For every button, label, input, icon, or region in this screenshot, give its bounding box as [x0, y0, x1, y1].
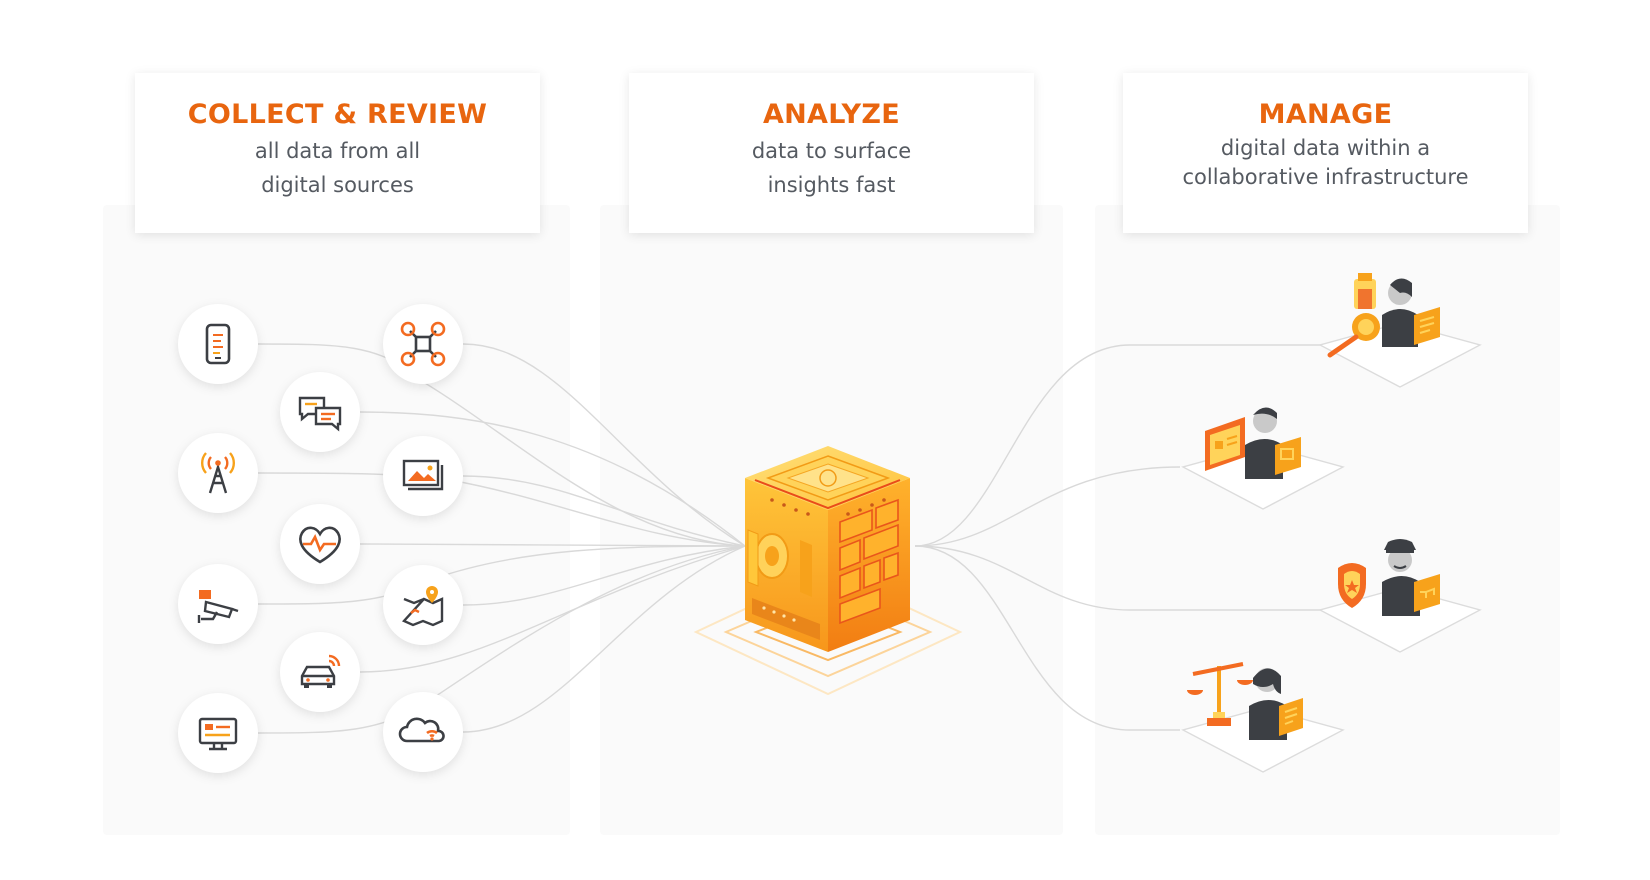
legal-node	[1181, 662, 1345, 773]
drone-node	[383, 304, 463, 384]
analyze-subtitle: data to surface insights fast	[751, 139, 912, 197]
chat-node	[280, 372, 360, 452]
manager-nodes	[1181, 273, 1482, 773]
drone-icon	[400, 321, 446, 367]
chat-icon	[298, 396, 342, 432]
investigator-icon	[1327, 273, 1440, 358]
image-gallery-node	[383, 436, 463, 516]
cctv-camera-icon	[197, 590, 239, 623]
police-officer-icon	[1338, 539, 1440, 616]
map-node	[383, 565, 463, 645]
analyze-card: ANALYZE data to surface insights fast	[629, 73, 1034, 233]
heart-rate-icon	[299, 526, 341, 564]
manage-card: MANAGE digital data within a collaborati…	[1123, 73, 1528, 233]
analyst-icon	[1205, 407, 1301, 479]
smartphone-icon	[205, 323, 231, 365]
heart-rate-node	[280, 504, 360, 584]
cell-tower-node	[178, 433, 258, 513]
computer-monitor-icon	[198, 717, 238, 751]
police-officer-node	[1318, 539, 1482, 653]
collect-subtitle: all data from all digital sources	[254, 139, 421, 197]
manager-connectors	[914, 344, 1335, 731]
cloud-icon	[398, 717, 445, 743]
manage-subtitle: digital data within a collaborative infr…	[1182, 136, 1469, 189]
smartphone-node	[178, 304, 258, 384]
legal-icon	[1187, 662, 1303, 740]
analytics-cube-icon	[693, 446, 963, 696]
investigator-node	[1318, 273, 1482, 388]
cloud-node	[383, 692, 463, 772]
source-nodes	[178, 304, 463, 773]
analyze-title: ANALYZE	[762, 99, 901, 130]
cell-tower-icon	[201, 452, 235, 494]
manage-title: MANAGE	[1258, 99, 1393, 130]
collect-card: COLLECT & REVIEW all data from all digit…	[135, 73, 540, 233]
connected-car-icon	[300, 654, 341, 688]
collect-title: COLLECT & REVIEW	[187, 99, 488, 130]
analyst-node	[1181, 407, 1345, 510]
monitor-node	[178, 693, 258, 773]
car-node	[280, 632, 360, 712]
image-gallery-icon	[402, 459, 444, 491]
map-location-icon	[401, 586, 444, 627]
cctv-node	[178, 564, 258, 644]
